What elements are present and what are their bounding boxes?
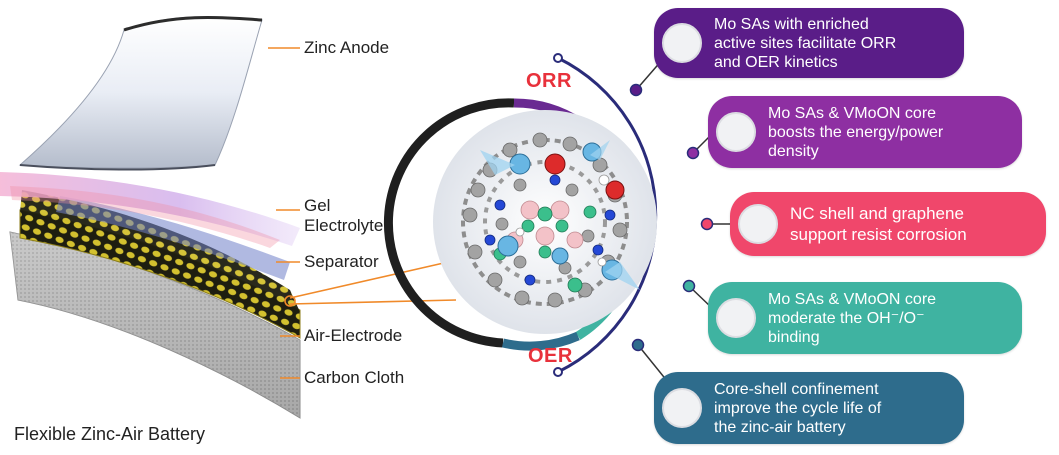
feature-4-line1: Mo SAs & VMoON core [768,290,937,308]
feature-box-5: Core-shell confinement improve the cycle… [654,372,964,444]
label-gel-electrolyte-line1: Gel [304,196,331,215]
feature-3-line1: NC shell and graphene [790,204,964,223]
label-gel-electrolyte-line2: Electrolyte [304,216,384,235]
ring-blue [501,331,580,351]
orr-label: ORR [526,70,572,92]
feature-box-2: Mo SAs & VMoON core boosts the energy/po… [708,96,1022,168]
feature-3-line2: support resist corrosion [790,225,967,244]
gel-electrolyte-layer [0,172,300,246]
oer-label: OER [528,345,573,367]
feature-1-line3: and OER kinetics [714,53,838,71]
feature-1-line1: Mo SAs with enriched [714,15,869,33]
arc-end-bottom [553,367,563,377]
battery-caption: Flexible Zinc-Air Battery [14,424,206,444]
feature-box-3: NC shell and graphene support resist cor… [730,192,1046,256]
connector-dot-2 [686,146,700,160]
battery-leaders [268,47,457,379]
feature-2-line1: Mo SAs & VMoON core [768,104,937,122]
feature-5-line2: improve the cycle life of [714,399,882,417]
feature-bubble-icon [662,23,702,63]
arc-end-top [553,53,563,63]
label-separator: Separator [304,252,379,271]
zinc-anode-layer [18,16,263,169]
feature-text: Mo SAs with enriched active sites facili… [714,15,896,72]
connector-dot-4 [682,279,696,293]
feature-2-line3: density [768,142,819,160]
feature-text: NC shell and graphene support resist cor… [790,203,967,245]
feature-box-4: Mo SAs & VMoON core moderate the OH⁻/O⁻ … [708,282,1022,354]
feature-bubble-icon [716,298,756,338]
feature-2-line2: boosts the energy/power [768,123,944,141]
feature-text: Mo SAs & VMoON core moderate the OH⁻/O⁻ … [768,290,936,347]
zoom-line-upper [289,261,449,299]
feature-4-line3: binding [768,328,820,346]
feature-text: Mo SAs & VMoON core boosts the energy/po… [768,104,943,161]
battery-stack [0,15,301,419]
feature-1-line2: active sites facilitate ORR [714,34,897,52]
connector-dot-5 [631,338,645,352]
feature-4-line2: moderate the OH⁻/O⁻ [768,309,925,327]
label-air-electrode: Air-Electrode [304,326,403,345]
feature-bubble-icon [662,388,702,428]
zoom-line-lower [289,299,457,305]
connector-dot-1 [629,83,643,97]
feature-box-1: Mo SAs with enriched active sites facili… [654,8,964,78]
molecule-cage [461,132,640,308]
label-carbon-cloth: Carbon Cloth [304,368,405,387]
label-zinc-anode: Zinc Anode [304,38,390,57]
feature-5-line1: Core-shell confinement [714,380,879,398]
feature-bubble-icon [716,112,756,152]
feature-5-line3: the zinc-air battery [714,418,846,436]
feature-bubble-icon [738,204,778,244]
zoom-target [284,295,296,307]
label-gel-electrolyte: Gel Electrolyte [304,196,383,236]
connector-dot-3 [700,217,714,231]
separator-layer [56,196,290,280]
ring-black [383,98,515,348]
feature-text: Core-shell confinement improve the cycle… [714,380,881,437]
